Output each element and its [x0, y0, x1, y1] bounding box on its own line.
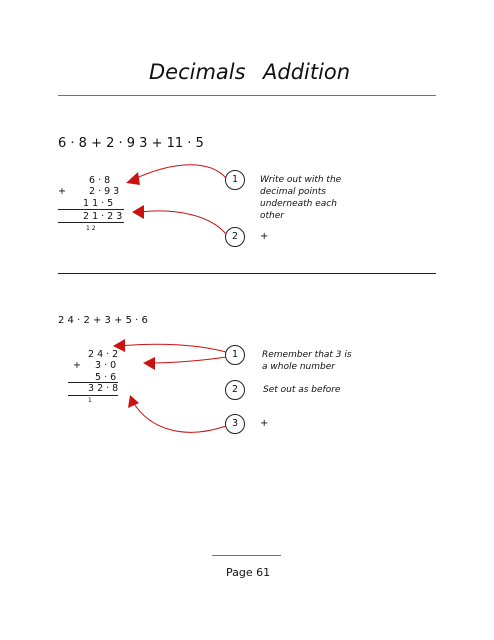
arrow-3-curve — [119, 343, 227, 353]
example2-row2: 3 · 0 — [95, 360, 117, 371]
example1-carries: 1 2 — [86, 225, 96, 232]
example2-result: 3 2 · 8 — [88, 383, 119, 394]
footer-rule — [212, 555, 281, 556]
example2-sum-line-bottom — [68, 395, 118, 396]
example2-step1-circle: 1 — [225, 345, 245, 365]
arrow-5-head — [128, 395, 139, 408]
arrow-5-curve — [132, 401, 227, 433]
arrow-2-curve — [139, 210, 227, 235]
example2-expression: 2 4 · 2 + 3 + 5 · 6 — [58, 315, 148, 326]
example2-sum-line-top — [68, 382, 118, 383]
example2-step2-text: Set out as before — [263, 385, 341, 395]
arrow-4-curve — [149, 356, 227, 364]
example2-step2-circle: 2 — [225, 380, 245, 400]
example1-result: 2 1 · 2 3 — [83, 211, 123, 222]
page-number: Page 61 — [226, 566, 271, 579]
arrow-1-curve — [131, 164, 227, 181]
title-decimals: Decimals — [149, 60, 246, 84]
example1-sum-line-top — [58, 209, 124, 210]
example1-step1-circle: 1 — [225, 170, 245, 190]
arrow-3-head — [113, 339, 125, 352]
example1-row3: 1 1 · 5 — [83, 198, 114, 209]
example1-row2: 2 · 9 3 — [89, 186, 120, 197]
example1-expression: 6 · 8 + 2 · 9 3 + 11 · 5 — [58, 136, 204, 151]
title-addition: Addition — [263, 60, 351, 84]
example1-step1-text: Write out with the decimal points undern… — [260, 175, 342, 221]
title-underline — [58, 95, 436, 96]
arrow-2-head — [132, 205, 144, 219]
example1-sum-line-bottom — [58, 222, 124, 223]
example2-row1: 2 4 · 2 — [88, 349, 119, 360]
example1-row1: 6 · 8 — [89, 175, 111, 186]
example2-plus: + — [73, 360, 81, 371]
example2-step3-circle: 3 — [225, 414, 245, 434]
arrow-4-head — [143, 357, 155, 370]
example1-step2-plus: + — [260, 231, 269, 242]
example2-step1-text: Remember that 3 is a whole number — [262, 350, 352, 372]
example2-row3: 5 · 6 — [95, 372, 117, 383]
example2-step3-plus: + — [260, 418, 269, 429]
example1-plus: + — [58, 186, 66, 197]
section-divider — [58, 273, 436, 274]
arrow-1-head — [126, 172, 140, 185]
example2-carries: 1 — [88, 397, 92, 404]
example1-step2-circle: 2 — [225, 227, 245, 247]
